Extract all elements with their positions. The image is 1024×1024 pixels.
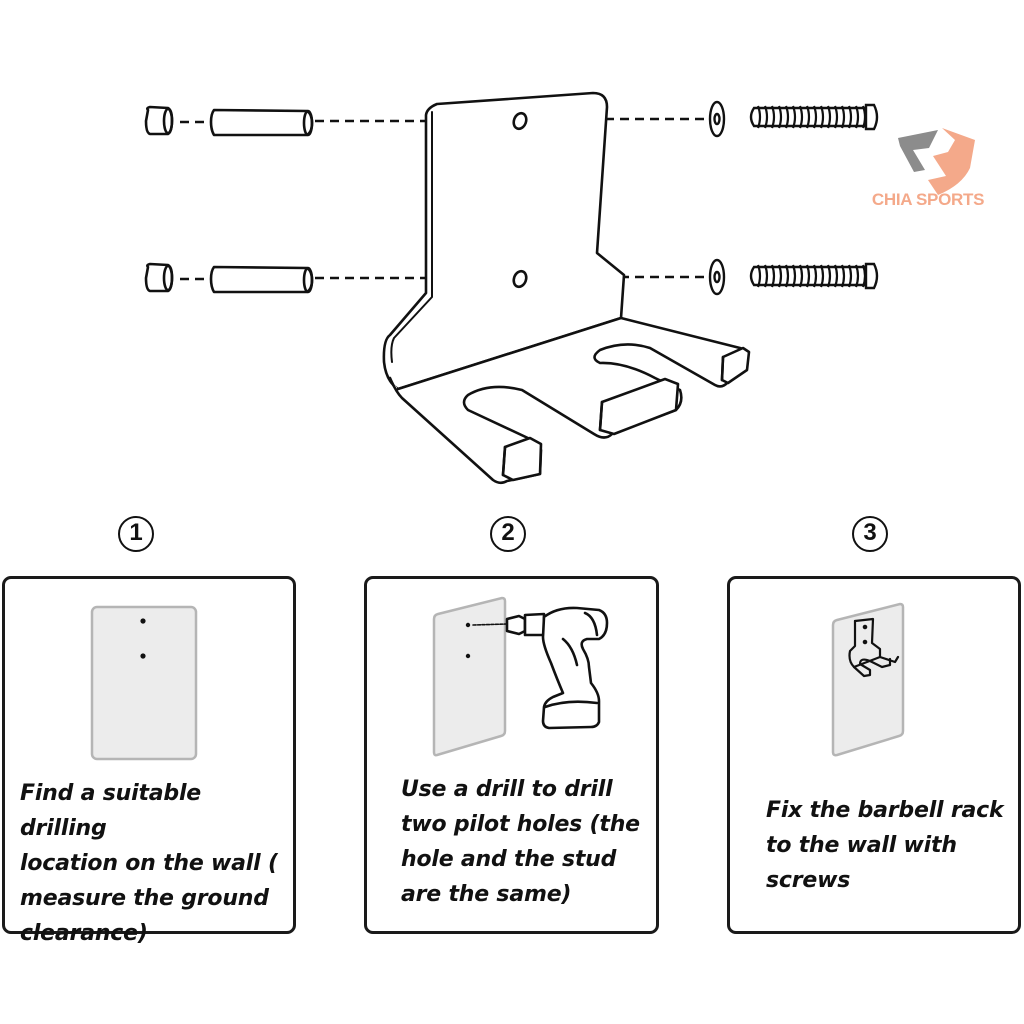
drill-mark-top [140,618,146,624]
screw-bottom [749,262,879,290]
circle-icon [490,516,526,552]
anchor-sleeve-top [209,108,314,137]
step-2-panel: Use a drill to drill two pilot holes (th… [364,576,659,934]
screw-top [749,103,879,131]
drill-illustration [432,596,609,757]
step-1-panel: Find a suitable drilling location on the… [2,576,296,946]
washer-top [708,100,726,138]
anchor-cap-top [144,105,174,136]
step-3-number: 3 [850,514,894,558]
step-1-number: 1 [116,514,160,558]
chia-sports-shield-logo [898,128,975,195]
mounted-rack-icon [848,617,900,678]
brand-name: CHIA SPORTS [871,190,985,209]
rack-mounted-illustration [831,602,905,757]
alignment-lines [180,117,705,281]
drill-mark-bottom [140,653,146,659]
exploded-assembly-diagram [144,91,975,485]
wall-icon [831,602,905,757]
step-2-number: 2 [488,514,532,558]
wall-icon [90,605,198,761]
screws [749,103,879,290]
step-3-panel: Fix the barbell rack to the wall with sc… [727,576,1021,934]
step-1-caption: Find a suitable drilling location on the… [20,781,278,946]
circle-icon [118,516,154,552]
step-3-caption: Fix the barbell rack to the wall with sc… [766,798,1004,893]
washer-bottom [708,258,726,296]
brand-logo: CHIA SPORTS [868,128,988,218]
wall-icon [432,596,507,757]
step-2-caption: Use a drill to drill two pilot holes (th… [401,777,640,907]
circle-icon [852,516,888,552]
drill-icon [472,606,609,730]
wall-with-marks-illustration [90,605,198,761]
anchor-cap-bottom [144,262,174,293]
barbell-rack-bracket [382,91,751,485]
anchor-sleeve-bottom [209,265,314,294]
